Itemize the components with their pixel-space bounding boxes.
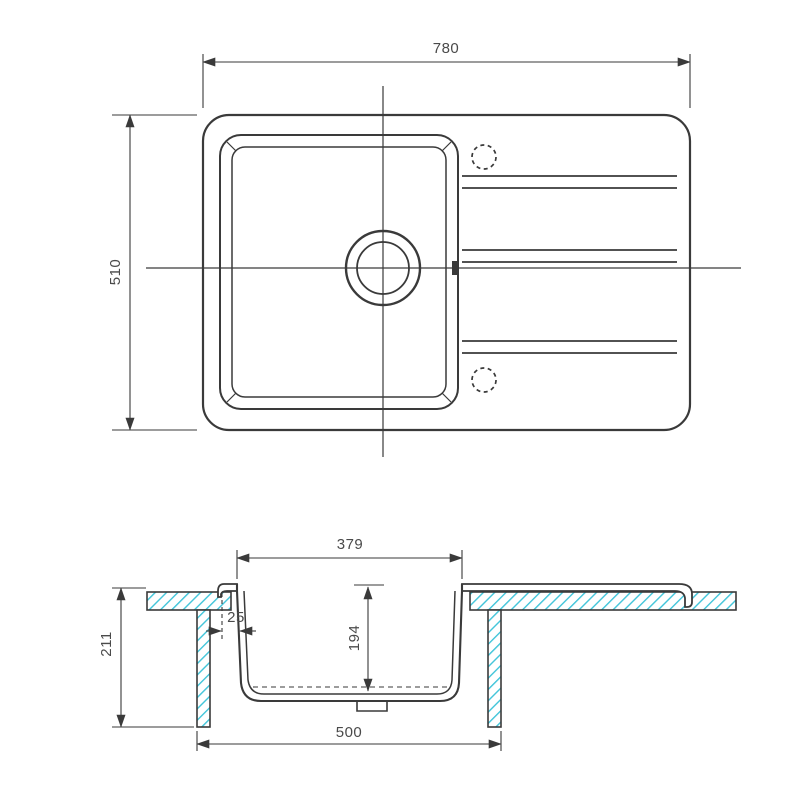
overflow-mark (452, 261, 458, 275)
sink-body-outline (201, 113, 692, 432)
drain-boss (356, 701, 388, 712)
drainer-board-section (461, 583, 693, 608)
dimension-bowl-depth (354, 584, 384, 692)
drain-inner-circle (356, 241, 410, 295)
dimension-label-211: 211 (98, 631, 115, 656)
top-view: 780 510 (107, 40, 741, 457)
dimension-label-379: 379 (337, 536, 364, 553)
bowl-outer-rim (219, 134, 459, 410)
countertop-section-left (146, 591, 232, 611)
cabinet-leg-left (196, 609, 211, 728)
dimension-label-500: 500 (336, 724, 363, 741)
bowl-corner-tick (441, 141, 452, 152)
bowl-corner-tick (226, 392, 237, 403)
bowl-section-inner (243, 590, 456, 695)
drain-outer-circle (344, 229, 422, 307)
bowl-section-outer (235, 584, 464, 703)
bowl-corner-tick (441, 392, 452, 403)
bowl-inner-rim (231, 146, 447, 398)
dimension-label-510: 510 (107, 259, 124, 286)
tap-hole-top (471, 144, 497, 170)
dimension-edge-offset (206, 593, 256, 641)
dimension-overall-width (202, 54, 691, 108)
dimension-label-194: 194 (346, 625, 363, 652)
section-view: 379 25 194 211 500 (98, 536, 737, 751)
dimension-bowl-top-width (236, 550, 463, 579)
dimension-overall-height (112, 587, 194, 728)
dimension-overall-depth (112, 114, 197, 431)
sink-flange-left (217, 583, 238, 598)
bowl-corner-tick (226, 141, 237, 152)
dimension-cabinet-width (196, 731, 502, 751)
dimension-label-780: 780 (433, 40, 460, 57)
cabinet-leg-right (487, 609, 502, 728)
dimension-label-25: 25 (227, 609, 245, 626)
tap-hole-bottom (471, 367, 497, 393)
countertop-section-right (469, 591, 737, 611)
